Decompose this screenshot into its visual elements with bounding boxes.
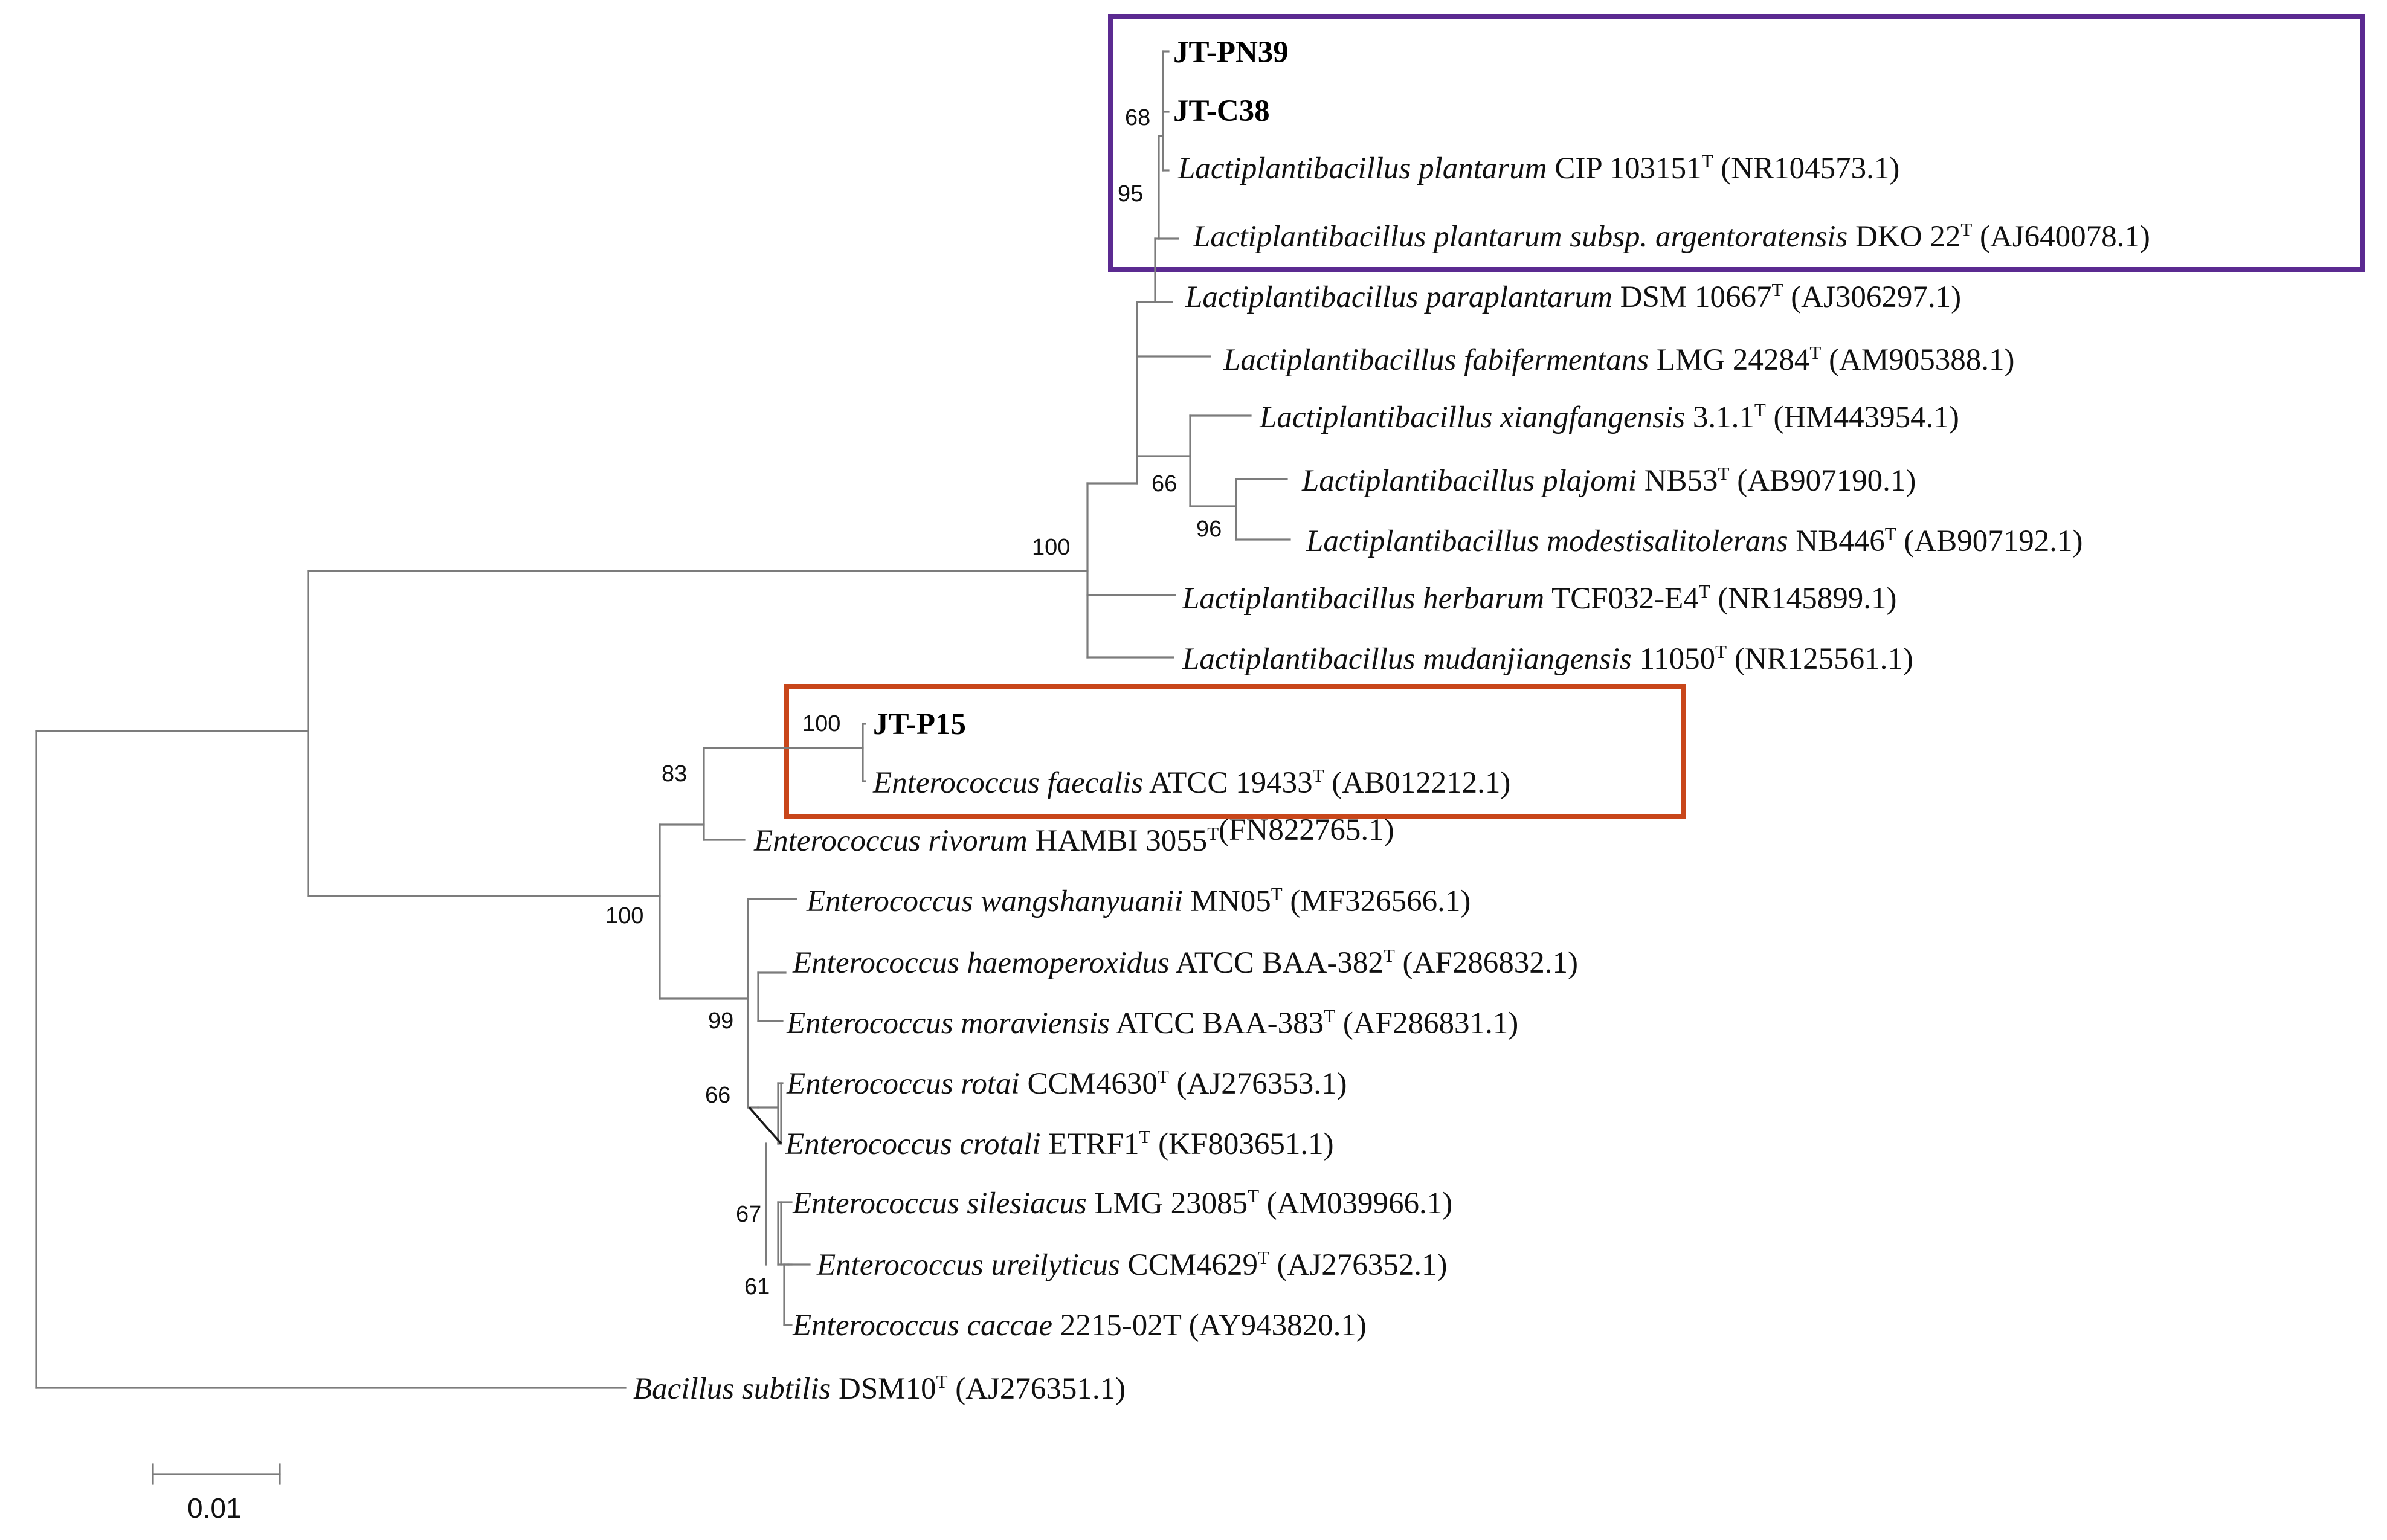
leaf-label-l-xiangfangensis: Lactiplantibacillus xiangfangensis 3.1.1… — [1259, 399, 1959, 434]
leaf-label-e-wangshanyuanii: Enterococcus wangshanyuanii MN05T (MF326… — [806, 883, 1471, 918]
leaf-labels: JT-PN39 JT-C38 Lactiplantibacillus plant… — [633, 36, 2150, 1406]
bootstrap-label: 83 — [662, 761, 687, 787]
leaf-label-jt-pn39: JT-PN39 — [1173, 36, 1289, 69]
leaf-label-e-haemoperoxidus: Enterococcus haemoperoxidus ATCC BAA-382… — [792, 945, 1578, 980]
bootstrap-label: 66 — [1152, 471, 1177, 497]
bootstrap-label: 66 — [705, 1083, 730, 1108]
leaf-label-e-faecalis: Enterococcus faecalis ATCC 19433T (AB012… — [872, 765, 1510, 800]
leaf-label-l-plantarum-argentoratensis: Lactiplantibacillus plantarum subsp. arg… — [1193, 219, 2150, 254]
bootstrap-label: 67 — [736, 1202, 761, 1227]
leaf-label-l-paraplantarum: Lactiplantibacillus paraplantarum DSM 10… — [1185, 279, 1961, 314]
tree-branches — [35, 50, 1291, 1389]
leaf-label-jt-c38: JT-C38 — [1173, 94, 1270, 128]
leaf-label-e-moraviensis: Enterococcus moraviensis ATCC BAA-383T (… — [786, 1005, 1518, 1040]
bootstrap-label: 100 — [802, 711, 840, 736]
enterococcus-faecalis-highlight-box — [784, 684, 1686, 819]
bootstrap-values: 68 95 66 96 100 100 83 100 99 66 67 61 — [605, 105, 1222, 1300]
scale-bar: 0.01 — [152, 1463, 281, 1524]
lactiplantibacillus-highlight-box — [1108, 14, 2365, 272]
bootstrap-label: 68 — [1125, 105, 1150, 130]
leaf-label-l-fabifermentans: Lactiplantibacillus fabifermentans LMG 2… — [1223, 342, 2015, 377]
bootstrap-label: 100 — [1032, 535, 1070, 560]
bootstrap-label: 99 — [708, 1008, 733, 1034]
leaf-label-l-herbarum: Lactiplantibacillus herbarum TCF032-E4T … — [1182, 581, 1897, 616]
scale-bar-label: 0.01 — [187, 1492, 242, 1524]
leaf-label-l-plajomi: Lactiplantibacillus plajomi NB53T (AB907… — [1301, 463, 1916, 498]
bootstrap-label: 61 — [744, 1274, 770, 1300]
leaf-label-l-mudanjiangensis: Lactiplantibacillus mudanjiangensis 1105… — [1182, 641, 1913, 676]
bootstrap-label: 95 — [1118, 181, 1143, 207]
leaf-label-l-plantarum: Lactiplantibacillus plantarum CIP 103151… — [1177, 150, 1899, 185]
leaf-label-l-modestisalitolerans: Lactiplantibacillus modestisalitolerans … — [1306, 523, 2083, 558]
leaf-label-e-ureilyticus: Enterococcus ureilyticus CCM4629T (AJ276… — [816, 1247, 1448, 1282]
leaf-label-e-rotai: Enterococcus rotai CCM4630T (AJ276353.1) — [786, 1066, 1347, 1101]
leaf-label-b-subtilis: Bacillus subtilis DSM10T (AJ276351.1) — [633, 1371, 1126, 1406]
leaf-label-jt-p15: JT-P15 — [873, 707, 966, 741]
bootstrap-label: 100 — [605, 903, 643, 929]
leaf-label-e-caccae: Enterococcus caccae 2215-02T (AY943820.1… — [792, 1309, 1367, 1342]
leaf-label-e-silesiacus: Enterococcus silesiacus LMG 23085T (AM03… — [792, 1185, 1452, 1220]
leaf-label-e-rivorum: Enterococcus rivorum HAMBI 3055T(FN82276… — [753, 813, 1394, 858]
leaf-label-e-crotali: Enterococcus crotali ETRF1T (KF803651.1) — [785, 1126, 1334, 1161]
bootstrap-label: 96 — [1196, 517, 1222, 542]
